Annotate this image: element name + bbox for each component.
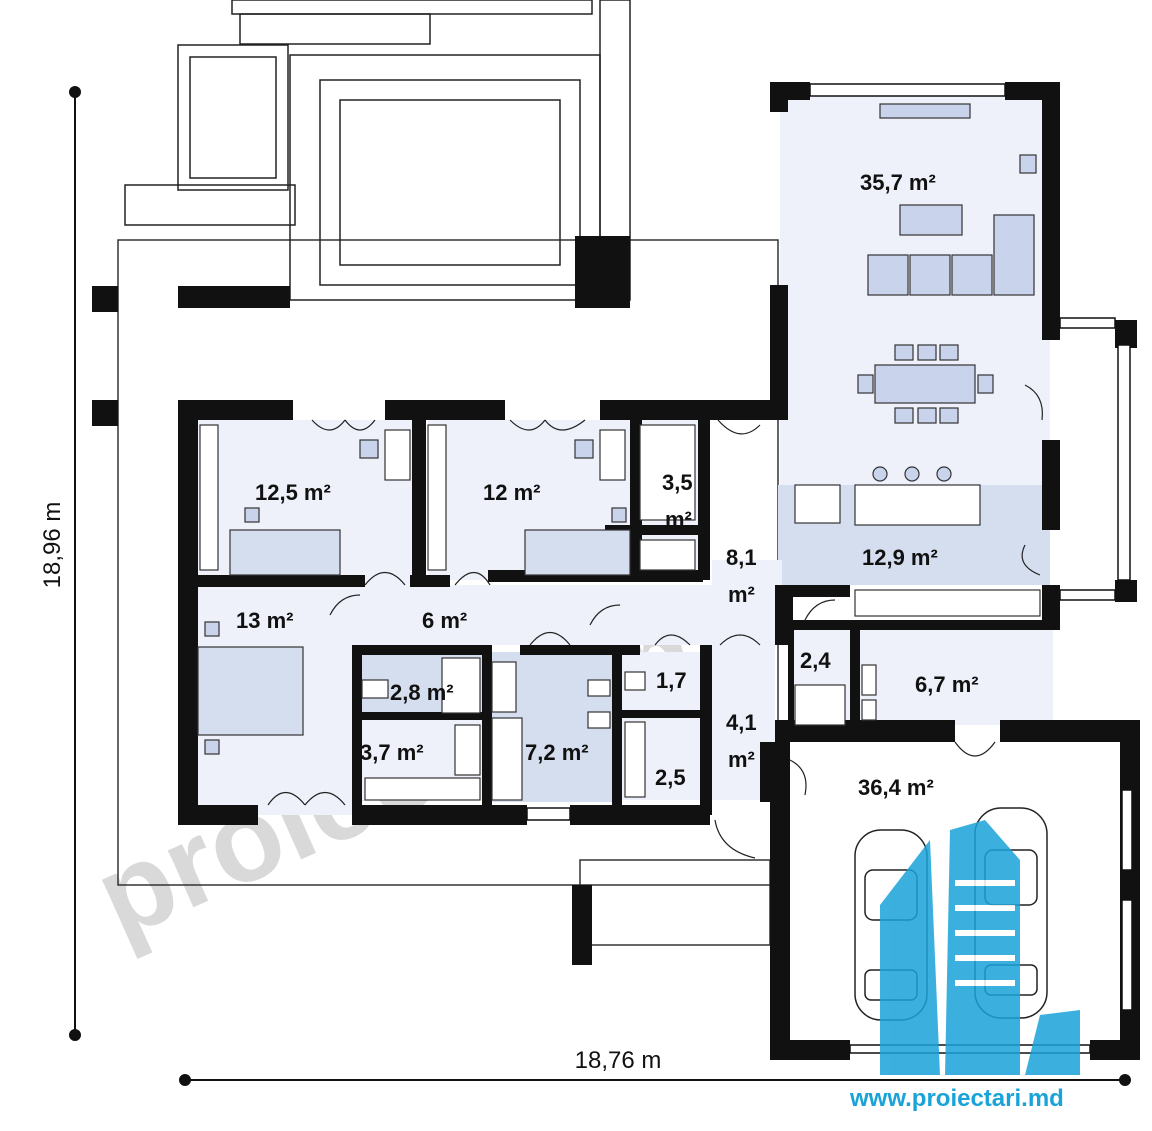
room-label-entrance: 4,1 — [726, 710, 757, 735]
walls — [178, 82, 1140, 1060]
room-label-wardrobe: 3,7 m² — [360, 740, 424, 765]
room-label-bath-small: 2,8 m² — [390, 680, 454, 705]
pool-wall-blocks — [92, 236, 630, 426]
room-label-bathroom: 7,2 m² — [525, 740, 589, 765]
room-label-living: 35,7 m² — [860, 170, 936, 195]
dimension-lines — [69, 86, 1131, 1086]
room-label-corridor: 6 m² — [422, 608, 467, 633]
room-label-hall: 8,1 — [726, 545, 757, 570]
room-label-bedroom-left: 12,5 m² — [255, 480, 331, 505]
room-label-closet-a: 3,5 — [662, 470, 693, 495]
room-label-closet-a-unit: m² — [665, 507, 692, 532]
furniture — [197, 103, 1041, 801]
room-label-hall-unit: m² — [728, 582, 755, 607]
dimension-width-label: 18,76 m — [575, 1047, 662, 1074]
room-label-wc: 1,7 — [656, 668, 687, 693]
website-url: www.proiectari.md — [849, 1085, 1064, 1112]
pool-area — [124, 0, 631, 301]
logo-building-icon — [880, 820, 1080, 1075]
dimension-height-label: 18,96 m — [39, 502, 66, 589]
room-label-pantry: 2,4 — [800, 648, 831, 673]
room-label-bedroom-mid: 12 m² — [483, 480, 540, 505]
room-label-master-bedroom: 13 m² — [236, 608, 293, 633]
room-label-garage: 36,4 m² — [858, 775, 934, 800]
room-label-storage: 2,5 — [655, 765, 686, 790]
room-label-entrance-unit: m² — [728, 747, 755, 772]
room-label-boiler: 6,7 m² — [915, 672, 979, 697]
room-label-kitchen: 12,9 m² — [862, 545, 938, 570]
doors — [267, 384, 1043, 859]
room-labels: 35,7 m² 12,5 m² 12 m² 3,5 m² 8,1 m² 12,9… — [236, 170, 979, 800]
